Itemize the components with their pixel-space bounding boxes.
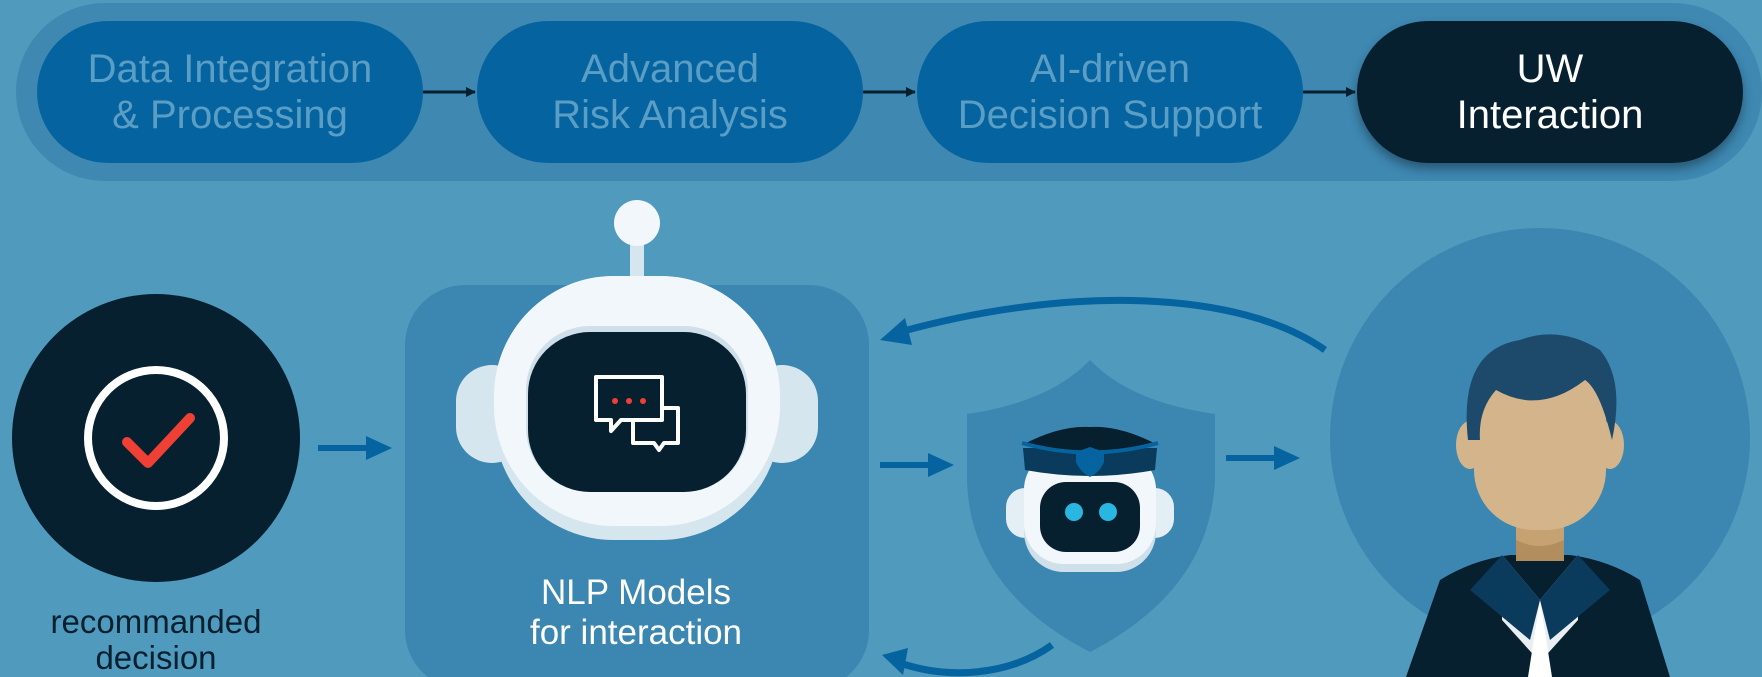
person-icon [1406, 334, 1670, 677]
decision-label-line2: decision [95, 639, 217, 676]
decision-label-line1: recommanded [50, 603, 262, 640]
flow-arrow-3 [1226, 446, 1300, 470]
step-label-line2: Decision Support [957, 93, 1263, 137]
step-label-line2: Interaction [1456, 93, 1644, 137]
flow-arrow-2 [880, 453, 954, 477]
step-data-integration[interactable]: Data Integration & Processing [37, 21, 423, 163]
feedback-arrow-bottom [882, 642, 1055, 677]
step-label-line1: Data Integration [87, 47, 373, 91]
chat-bubbles-icon [594, 375, 680, 452]
step-uw-interaction[interactable]: UW Interaction [1357, 21, 1743, 163]
step-label-line1: Advanced [581, 47, 759, 91]
nlp-label-line1: NLP Models [540, 573, 731, 612]
flow-arrow-1 [318, 436, 392, 460]
step-label-line2: Risk Analysis [552, 93, 788, 137]
police-robot-icon [1006, 426, 1174, 572]
step-label-line1: AI-driven [1029, 47, 1191, 91]
step-advanced-risk-analysis[interactable]: Advanced Risk Analysis [477, 21, 863, 163]
feedback-arrow-top [880, 296, 1328, 353]
step-label-line1: UW [1516, 47, 1584, 91]
nlp-label-line2: for interaction [529, 613, 743, 652]
nlp-label: NLP Models for interaction [446, 573, 826, 653]
decision-label: recommanded decision [16, 604, 296, 676]
step-ai-decision-support[interactable]: AI-driven Decision Support [917, 21, 1303, 163]
check-circle-icon [12, 294, 300, 582]
step-label-line2: & Processing [112, 93, 348, 137]
